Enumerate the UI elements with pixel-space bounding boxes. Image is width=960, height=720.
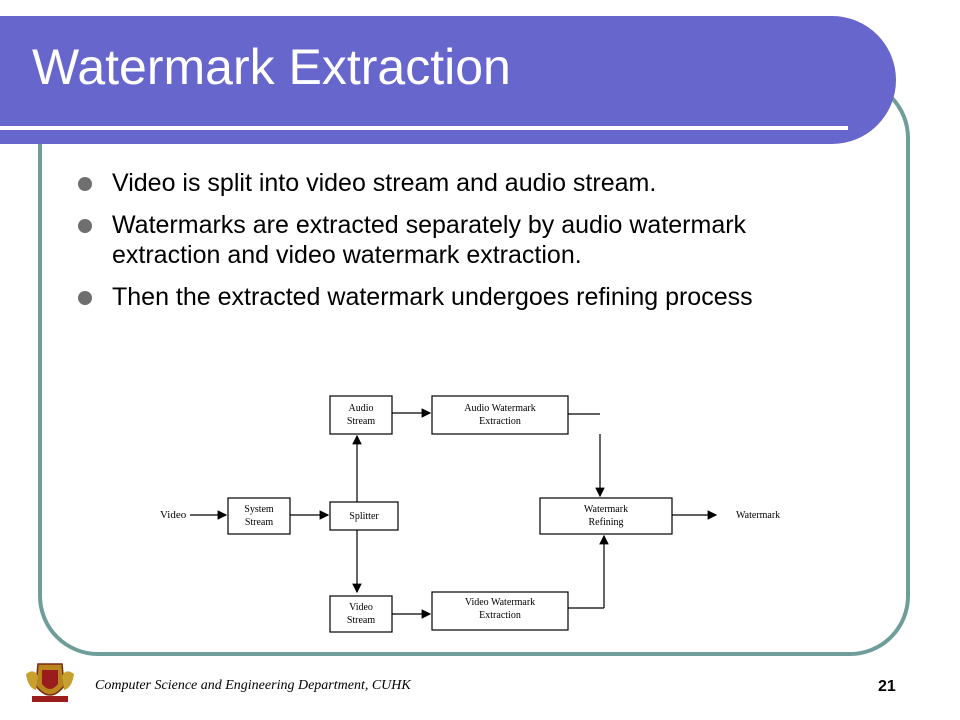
splitter-box: Splitter xyxy=(329,501,399,531)
bullet-dot-icon xyxy=(78,291,92,305)
svg-text:System: System xyxy=(244,504,274,515)
bullet-text: Watermarks are extracted separately by a… xyxy=(112,211,747,269)
svg-text:Audio Watermark: Audio Watermark xyxy=(464,403,536,414)
output-label: Watermark xyxy=(736,510,780,521)
audio-stream-box: Audio Stream xyxy=(329,395,393,435)
input-label: Video xyxy=(160,509,187,521)
video-extraction-box: Video Watermark Extraction xyxy=(431,591,569,631)
svg-text:Video Watermark: Video Watermark xyxy=(465,597,535,608)
svg-text:Splitter: Splitter xyxy=(349,511,379,522)
title-underline xyxy=(0,126,848,130)
svg-text:Extraction: Extraction xyxy=(479,610,521,621)
system-stream-box: System Stream xyxy=(227,497,291,535)
svg-text:Stream: Stream xyxy=(347,416,376,427)
cuhk-crest-logo xyxy=(26,663,74,702)
bullet-list: Video is split into video stream and aud… xyxy=(70,168,830,324)
svg-text:Stream: Stream xyxy=(245,517,274,528)
page-number: 21 xyxy=(878,678,896,695)
bullet-dot-icon xyxy=(78,219,92,233)
extraction-flow-diagram: Video System Stream Splitter Audio Strea… xyxy=(160,395,780,633)
bullet-item: Video is split into video stream and aud… xyxy=(70,168,830,198)
audio-extraction-box: Audio Watermark Extraction xyxy=(431,395,569,435)
bullet-text: Video is split into video stream and aud… xyxy=(112,169,657,197)
title-bar xyxy=(0,16,896,144)
svg-text:Video: Video xyxy=(349,602,373,613)
video-stream-box: Video Stream xyxy=(329,595,393,633)
svg-text:Refining: Refining xyxy=(589,517,624,528)
refining-box: Watermark Refining xyxy=(539,497,673,535)
bullet-item: Watermarks are extracted separately by a… xyxy=(70,210,830,270)
svg-text:Extraction: Extraction xyxy=(479,416,521,427)
bullet-dot-icon xyxy=(78,177,92,191)
svg-text:Stream: Stream xyxy=(347,615,376,626)
svg-text:Watermark: Watermark xyxy=(584,504,628,515)
slide-title: Watermark Extraction xyxy=(32,39,511,95)
bullet-text: Then the extracted watermark undergoes r… xyxy=(112,283,753,311)
svg-text:Audio: Audio xyxy=(349,403,374,414)
bullet-item: Then the extracted watermark undergoes r… xyxy=(70,282,830,312)
footer-department: Computer Science and Engineering Departm… xyxy=(95,678,411,693)
